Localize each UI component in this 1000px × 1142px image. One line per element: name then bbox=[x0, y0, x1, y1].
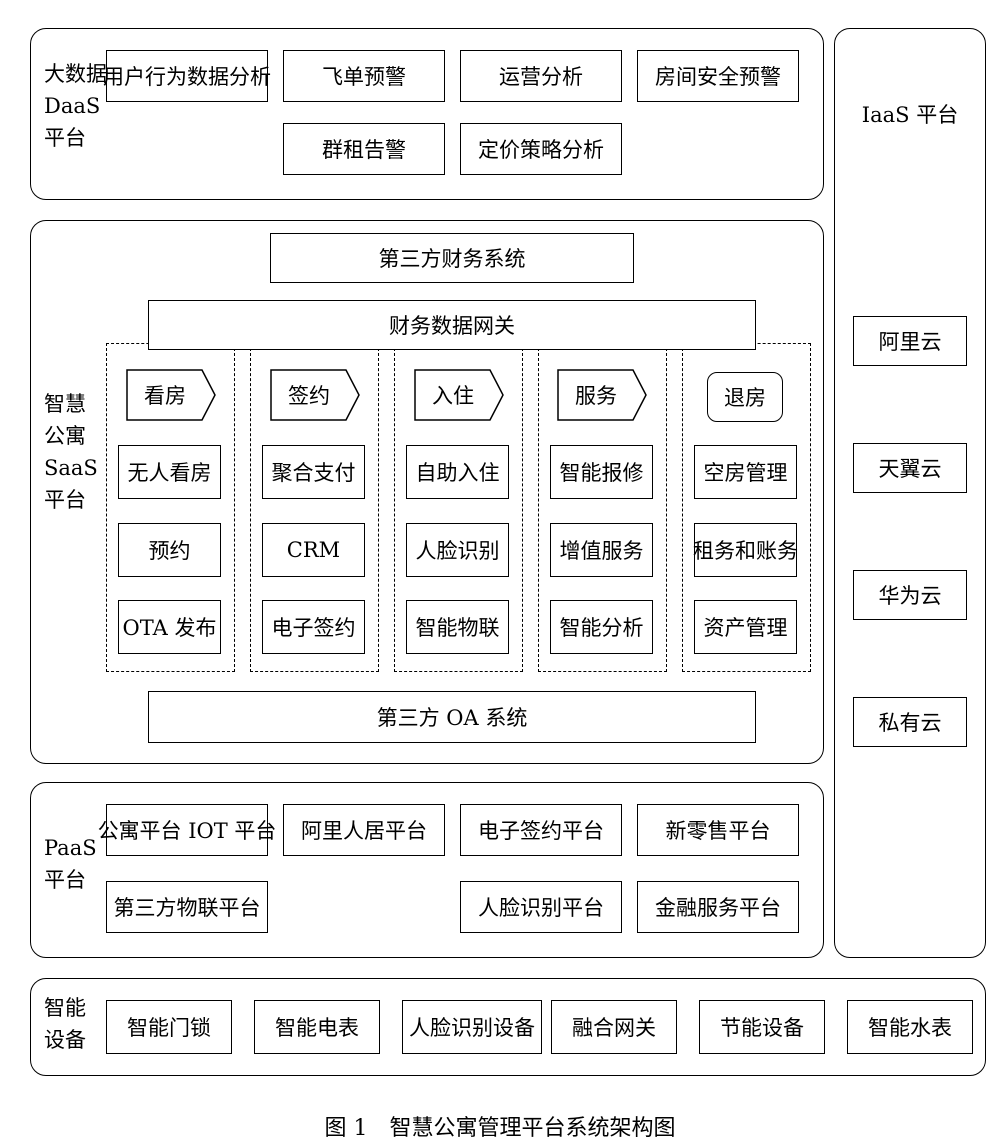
item-value-added: 增值服务 bbox=[550, 523, 653, 577]
third-party-oa-system: 第三方 OA 系统 bbox=[148, 691, 756, 743]
daas-item-room-safety: 房间安全预警 bbox=[637, 50, 799, 102]
devices-label: 智能 设备 bbox=[44, 996, 86, 1052]
finance-data-gateway: 财务数据网关 bbox=[148, 300, 756, 350]
paas-item-ali-living: 阿里人居平台 bbox=[283, 804, 445, 856]
daas-item-flying-order: 飞单预警 bbox=[283, 50, 445, 102]
item-vacancy-management: 空房管理 bbox=[694, 445, 797, 499]
device-smart-water-meter: 智能水表 bbox=[847, 1000, 973, 1054]
iaas-panel bbox=[834, 28, 986, 958]
device-energy-saving: 节能设备 bbox=[699, 1000, 825, 1054]
item-self-checkin: 自助入住 bbox=[406, 445, 509, 499]
item-smart-analysis: 智能分析 bbox=[550, 600, 653, 654]
item-ota-publish: OTA 发布 bbox=[118, 600, 221, 654]
daas-item-operations: 运营分析 bbox=[460, 50, 622, 102]
iaas-title: IaaS 平台 bbox=[861, 103, 959, 127]
daas-item-group-rental: 群租告警 bbox=[283, 123, 445, 175]
item-rental-accounting: 租务和账务 bbox=[693, 523, 798, 577]
paas-item-new-retail: 新零售平台 bbox=[637, 804, 799, 856]
paas-item-e-signing: 电子签约平台 bbox=[460, 804, 622, 856]
iaas-item-private: 私有云 bbox=[853, 697, 967, 747]
device-face-recognition: 人脸识别设备 bbox=[402, 1000, 542, 1054]
iaas-item-huawei: 华为云 bbox=[853, 570, 967, 620]
item-reservation: 预约 bbox=[118, 523, 221, 577]
arrow-shape-service bbox=[557, 369, 647, 421]
item-smart-iot: 智能物联 bbox=[406, 600, 509, 654]
item-crm: CRM bbox=[262, 523, 365, 577]
figure-caption: 图 1 智慧公寓管理平台系统架构图 bbox=[324, 1116, 676, 1141]
item-unmanned-viewing: 无人看房 bbox=[118, 445, 221, 499]
iaas-item-aliyun: 阿里云 bbox=[853, 316, 967, 366]
iaas-item-tianyi: 天翼云 bbox=[853, 443, 967, 493]
item-smart-repair: 智能报修 bbox=[550, 445, 653, 499]
paas-item-third-party-iot: 第三方物联平台 bbox=[106, 881, 268, 933]
paas-item-face-recognition: 人脸识别平台 bbox=[460, 881, 622, 933]
device-fusion-gateway: 融合网关 bbox=[551, 1000, 677, 1054]
daas-label: 大数据 DaaS 平台 bbox=[44, 62, 107, 150]
column-header-viewing: 看房 bbox=[144, 384, 186, 408]
arrow-shape-signing bbox=[270, 369, 360, 421]
item-e-signing: 电子签约 bbox=[262, 600, 365, 654]
arrow-shape-viewing bbox=[126, 369, 216, 421]
column-header-checkout: 退房 bbox=[707, 372, 783, 422]
paas-item-financial: 金融服务平台 bbox=[637, 881, 799, 933]
column-header-signing: 签约 bbox=[288, 384, 330, 408]
device-smart-meter: 智能电表 bbox=[254, 1000, 380, 1054]
column-header-service: 服务 bbox=[575, 384, 617, 408]
daas-item-user-behavior: 用户行为数据分析 bbox=[103, 50, 271, 102]
saas-label: 智慧 公寓 SaaS 平台 bbox=[44, 392, 98, 512]
column-header-checkin: 入住 bbox=[432, 384, 474, 408]
item-asset-management: 资产管理 bbox=[694, 600, 797, 654]
third-party-finance-system: 第三方财务系统 bbox=[270, 233, 634, 283]
item-aggregate-payment: 聚合支付 bbox=[262, 445, 365, 499]
item-face-recognition: 人脸识别 bbox=[406, 523, 509, 577]
paas-item-apartment-iot: 公寓平台 IOT 平台 bbox=[98, 804, 276, 856]
arrow-shape-checkin bbox=[414, 369, 504, 421]
daas-item-pricing: 定价策略分析 bbox=[460, 123, 622, 175]
paas-label: PaaS 平台 bbox=[44, 836, 97, 892]
device-smart-lock: 智能门锁 bbox=[106, 1000, 232, 1054]
